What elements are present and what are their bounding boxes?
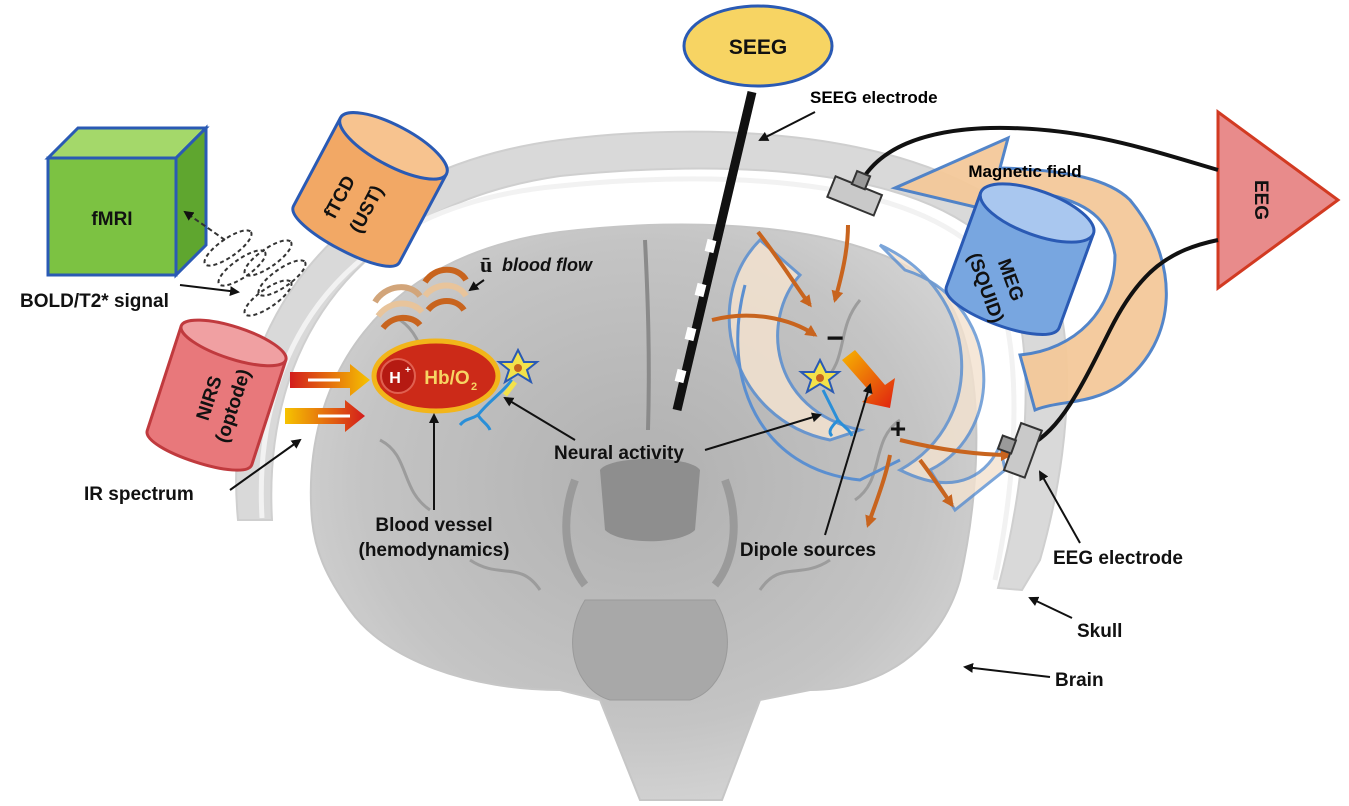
eeg-cables — [860, 125, 1219, 447]
fmri-label: fMRI — [91, 209, 132, 230]
seeg-recorder: SEEG — [682, 4, 834, 88]
eeg-electrode-top — [826, 169, 884, 217]
neuron-right-icon — [798, 357, 854, 438]
seeg-electrode — [672, 90, 757, 412]
hplus-superscript: + — [405, 365, 411, 376]
blood-vessel-label-line2: (hemodynamics) — [359, 540, 510, 561]
dipole-field-lines — [727, 237, 1007, 513]
brain — [309, 223, 978, 801]
meg-device — [944, 182, 1096, 337]
fmri-scanner: fMRI — [44, 124, 210, 279]
blood-vessel: H + Hb/O 2 — [371, 338, 501, 414]
blood-flow-waves-icon — [372, 266, 469, 331]
bold-spins-icon — [183, 210, 307, 317]
blood-flow-label: blood flow — [502, 255, 593, 275]
dipole-sources-label: Dipole sources — [740, 540, 876, 561]
hb-label: Hb/O — [424, 368, 469, 389]
dipole-source: − + — [826, 322, 906, 444]
plus-sign: + — [890, 413, 906, 444]
hplus-label: H — [389, 370, 401, 387]
skull-label: Skull — [1077, 621, 1122, 642]
hb-subscript: 2 — [471, 381, 477, 393]
eeg-label: EEG — [1250, 180, 1271, 220]
ftcd-device — [291, 111, 449, 268]
ir-spectrum-label: IR spectrum — [84, 484, 194, 505]
current-arrows — [711, 224, 1013, 528]
neuron-left-icon — [458, 347, 540, 431]
eeg-electrode-bottom — [996, 421, 1044, 479]
seeg-electrode-label: SEEG electrode — [810, 88, 938, 107]
brain-label: Brain — [1055, 670, 1104, 691]
nirs-device: NIRS (optode) — [145, 318, 288, 472]
magnetic-field-arrow: Magnetic field — [890, 135, 1168, 413]
eeg-amplifier: EEG — [1216, 109, 1341, 291]
skull — [235, 130, 1068, 592]
blood-vessel-label-line1: Blood vessel — [375, 515, 492, 536]
bold-label: BOLD/T2* signal — [20, 291, 169, 312]
ir-arrows-icon — [285, 364, 370, 432]
seeg-label: SEEG — [729, 36, 787, 59]
neural-activity-label: Neural activity — [554, 443, 684, 464]
eeg-electrode-label: EEG electrode — [1053, 548, 1183, 569]
magnetic-field-label: Magnetic field — [968, 162, 1081, 181]
blood-flow-symbol: ū — [480, 252, 492, 277]
minus-sign: − — [826, 322, 844, 355]
